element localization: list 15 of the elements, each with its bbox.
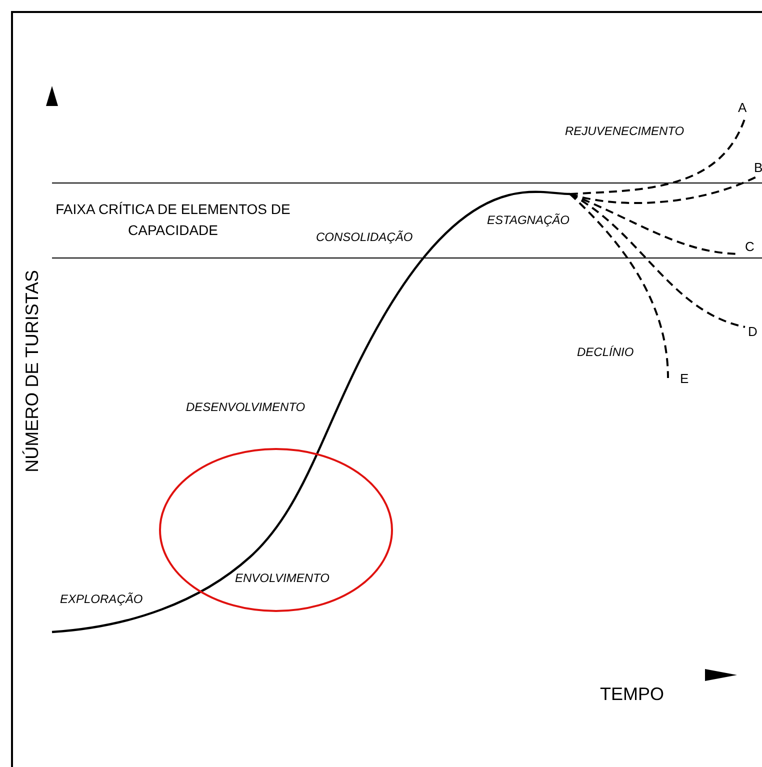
curve-letter: A [738, 100, 747, 116]
axis-title: TEMPO [600, 684, 664, 706]
stage-label: ENVOLVIMENTO [235, 571, 330, 586]
curve-letter: B [754, 160, 762, 176]
curve-letter: C [745, 239, 754, 255]
axis-title: NÚMERO DE TURISTAS [22, 270, 43, 472]
curve-letter: D [748, 324, 758, 340]
stage-label: REJUVENECIMENTO [565, 124, 684, 138]
stage-label: DESENVOLVIMENTO [186, 400, 306, 414]
stage-label: ESTAGNAÇÃO [487, 213, 570, 228]
stage-label: EXPLORAÇÃO [60, 592, 143, 606]
curve-letter: E [680, 371, 689, 387]
band-label: FAIXA CRÍTICA DE ELEMENTOS DE CAPACIDADE [54, 200, 292, 240]
stage-label: DECLÍNIO [577, 345, 634, 360]
stage-label: CONSOLIDAÇÃO [316, 230, 413, 244]
